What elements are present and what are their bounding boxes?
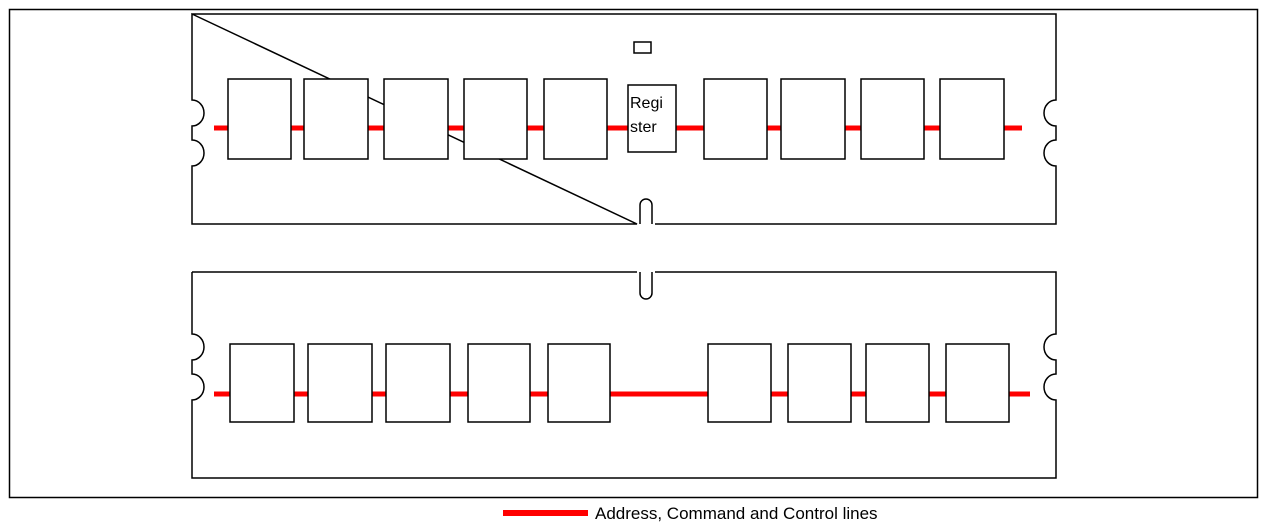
module-outline [191,271,1057,479]
register-label-line1: Regi [630,95,663,112]
memory-chip [227,78,292,160]
memory-chip [707,343,772,423]
memory-chip [860,78,925,160]
memory-chip [780,78,846,160]
memory-chip [945,343,1010,423]
module-registered: Regi ster [191,12,1057,225]
memory-chip [303,78,369,160]
memory-chip [467,343,531,423]
outer-frame [8,8,1259,499]
memory-chip [703,78,768,160]
memory-chip [865,343,930,423]
memory-chips [227,78,1005,160]
memory-chip [383,78,449,160]
legend-label: Address, Command and Control lines [595,504,878,523]
memory-chips [229,343,1010,423]
register-chip: Regi ster [627,84,677,153]
module-outline [191,12,1057,225]
memory-chip [463,78,528,160]
small-component [633,41,652,54]
memory-chip [543,78,608,160]
register-label-line2: ster [630,119,657,136]
memory-chip [547,343,611,423]
key-notch [639,198,653,224]
key-notch [639,272,653,300]
legend: Address, Command and Control lines [503,504,878,523]
memory-chip [229,343,295,423]
memory-chip [385,343,451,423]
memory-chip [787,343,852,423]
module-unbuffered [191,271,1057,479]
memory-chip [307,343,373,423]
memory-chip [939,78,1005,160]
